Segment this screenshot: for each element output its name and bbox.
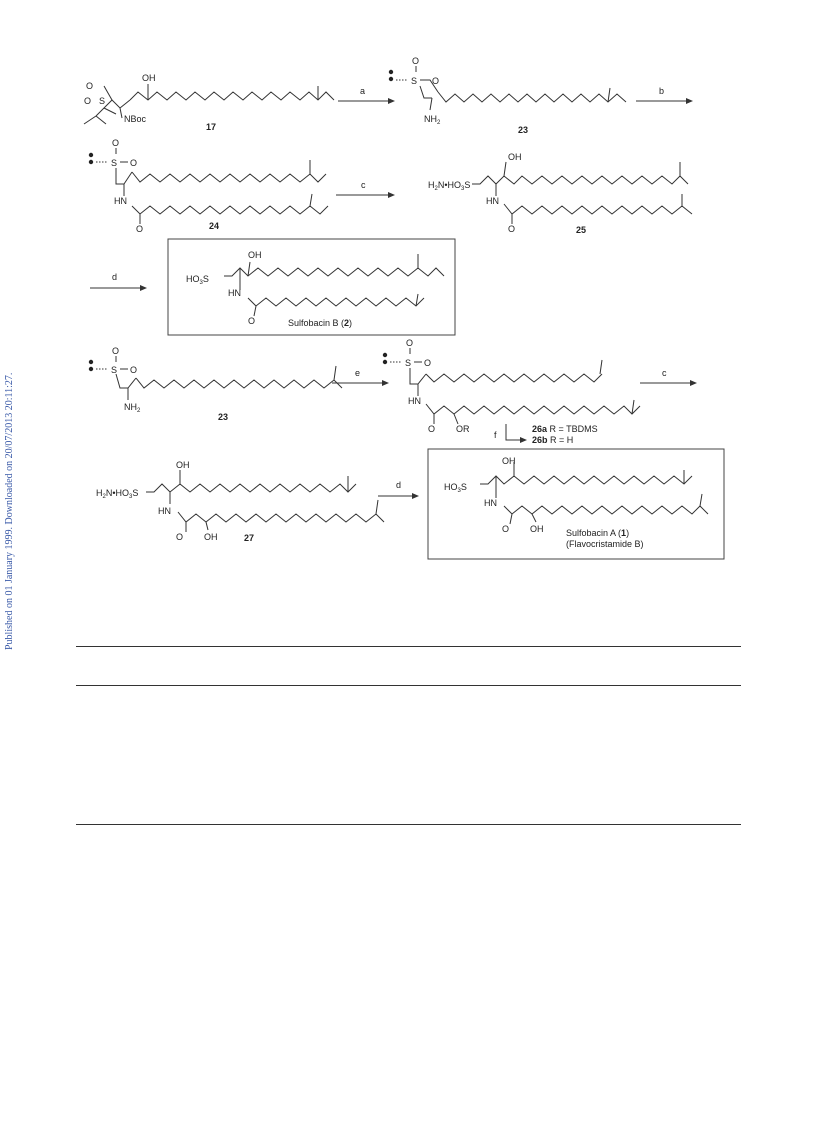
reaction-arrow-d-second: d (378, 480, 419, 499)
atom-o: O (130, 365, 137, 375)
atom-o: O (508, 224, 515, 234)
atom-oh: OH (176, 460, 190, 470)
compound-27: OH H2N•HO3S HN O OH 27 (96, 460, 385, 543)
compound-25: OH H2N•HO3S HN O 25 (428, 152, 693, 235)
reaction-arrow-f: f 26a R = TBDMS 26b R = H (494, 424, 598, 445)
compound-label: Sulfobacin A (1) (566, 528, 629, 538)
compound-number: 27 (244, 533, 254, 543)
atom-hn: HN (158, 506, 171, 516)
atom-o: O (136, 224, 143, 234)
atom-nboc: NBoc (124, 114, 147, 124)
compound-23: O S O NH2 23 (388, 56, 627, 135)
atom-o: O (412, 56, 419, 66)
atom-nh2: NH2 (124, 402, 141, 414)
atom-o: O (176, 532, 183, 542)
atom-hn: HN (486, 196, 499, 206)
reagent-label: f (494, 430, 497, 440)
compound-number: 23 (218, 412, 228, 422)
atom-oh: OH (530, 524, 544, 534)
atom-oh: OH (248, 250, 262, 260)
reagent-label: d (112, 272, 117, 282)
atom-o: O (112, 138, 119, 148)
atom-o: O (428, 424, 435, 434)
compound-label: Sulfobacin B (2) (288, 318, 352, 328)
atom-nh2: NH2 (424, 114, 441, 126)
compound-23-second: O S O NH2 23 (88, 346, 343, 422)
atom-o: O (84, 96, 91, 106)
atom-o: O (248, 316, 255, 326)
compound-number: 24 (209, 221, 219, 231)
reagent-label: d (396, 480, 401, 490)
table-rule-bottom (76, 824, 741, 825)
atom-s: S (411, 76, 417, 86)
atom-s: S (111, 158, 117, 168)
atom-hn: HN (228, 288, 241, 298)
atom-ho3s: HO3S (444, 482, 467, 494)
reagent-label: a (360, 86, 365, 96)
atom-oh: OH (508, 152, 522, 162)
atom-h2n-ho3s: H2N•HO3S (428, 180, 470, 192)
atom-s: S (405, 358, 411, 368)
atom-hn: HN (484, 498, 497, 508)
reaction-arrow-e: e (332, 368, 389, 386)
atom-oh: OH (204, 532, 218, 542)
atom-oh: OH (502, 456, 516, 466)
atom-o: O (502, 524, 509, 534)
atom-hn: HN (114, 196, 127, 206)
sulfobacin-a-box: OH HO3S HN O OH Sulfobacin A (1) (Flavoc… (427, 448, 725, 560)
reaction-arrow-a: a (338, 86, 395, 104)
reagent-label: c (361, 180, 366, 190)
atom-s: S (111, 365, 117, 375)
atom-o: O (406, 338, 413, 348)
atom-h2n-ho3s: H2N•HO3S (96, 488, 138, 500)
sulfobacin-b-box: OH HO3S HN O Sulfobacin B (2) (167, 238, 456, 336)
compound-17: OH O S O NBoc 17 (83, 73, 335, 132)
atom-or: OR (456, 424, 470, 434)
atom-o: O (424, 358, 431, 368)
r-group-26b: 26b R = H (532, 435, 573, 445)
atom-o: O (432, 76, 439, 86)
atom-ho3s: HO3S (186, 274, 209, 286)
compound-number: 17 (206, 122, 216, 132)
reaction-arrow-b: b (636, 86, 693, 104)
atom-hn: HN (408, 396, 421, 406)
reagent-label: b (659, 86, 664, 96)
atom-o: O (86, 81, 93, 91)
atom-o: O (130, 158, 137, 168)
reaction-arrow-d: d (90, 272, 147, 291)
compound-number: 23 (518, 125, 528, 135)
table-rule-middle (76, 685, 741, 686)
compound-number: 25 (576, 225, 586, 235)
r-group-26a: 26a R = TBDMS (532, 424, 598, 434)
compound-26: O S O HN O OR (382, 338, 641, 434)
compound-alt-label: (Flavocristamide B) (566, 539, 644, 549)
reaction-arrow-c: c (336, 180, 395, 198)
table-rule-top (76, 646, 741, 647)
reagent-label: c (662, 368, 667, 378)
atom-o: O (112, 346, 119, 356)
atom-s: S (99, 96, 105, 106)
reagent-label: e (355, 368, 360, 378)
compound-24: O S O HN O 24 (88, 138, 329, 234)
reaction-arrow-c-second: c (640, 368, 697, 386)
atom-oh: OH (142, 73, 156, 83)
